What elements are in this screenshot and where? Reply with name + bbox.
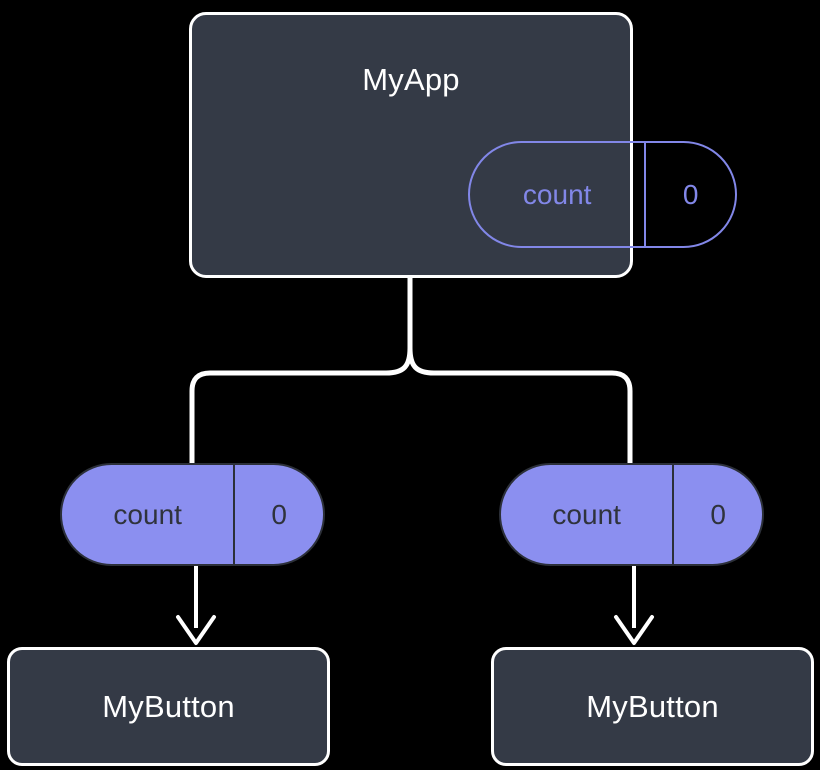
component-box-myapp[interactable]: MyApp count 0 (189, 12, 737, 278)
state-pill-child-left-count[interactable]: count 0 (60, 463, 325, 566)
state-pill-value: 0 (672, 465, 762, 564)
state-pill-key: count (522, 178, 592, 210)
root-branch-connector (407, 274, 633, 469)
state-pill-key: count (113, 498, 182, 530)
component-title-myapp: MyApp (362, 62, 460, 97)
component-title-mybutton: MyButton (586, 688, 719, 724)
component-title-mybutton: MyButton (102, 688, 235, 724)
state-pill-myapp-count[interactable]: count 0 (468, 141, 737, 248)
state-to-button-arrow-left-head (176, 615, 216, 645)
component-box-mybutton-left[interactable]: MyButton (7, 647, 330, 766)
state-pill-value: 0 (644, 143, 735, 246)
component-box-mybutton-right[interactable]: MyButton (491, 647, 814, 766)
state-pill-value: 0 (233, 465, 323, 564)
root-branch-connector-left (189, 345, 413, 469)
state-to-button-arrow-right-head (614, 615, 654, 645)
state-pill-key: count (552, 498, 621, 530)
state-pill-child-right-count[interactable]: count 0 (499, 463, 764, 566)
